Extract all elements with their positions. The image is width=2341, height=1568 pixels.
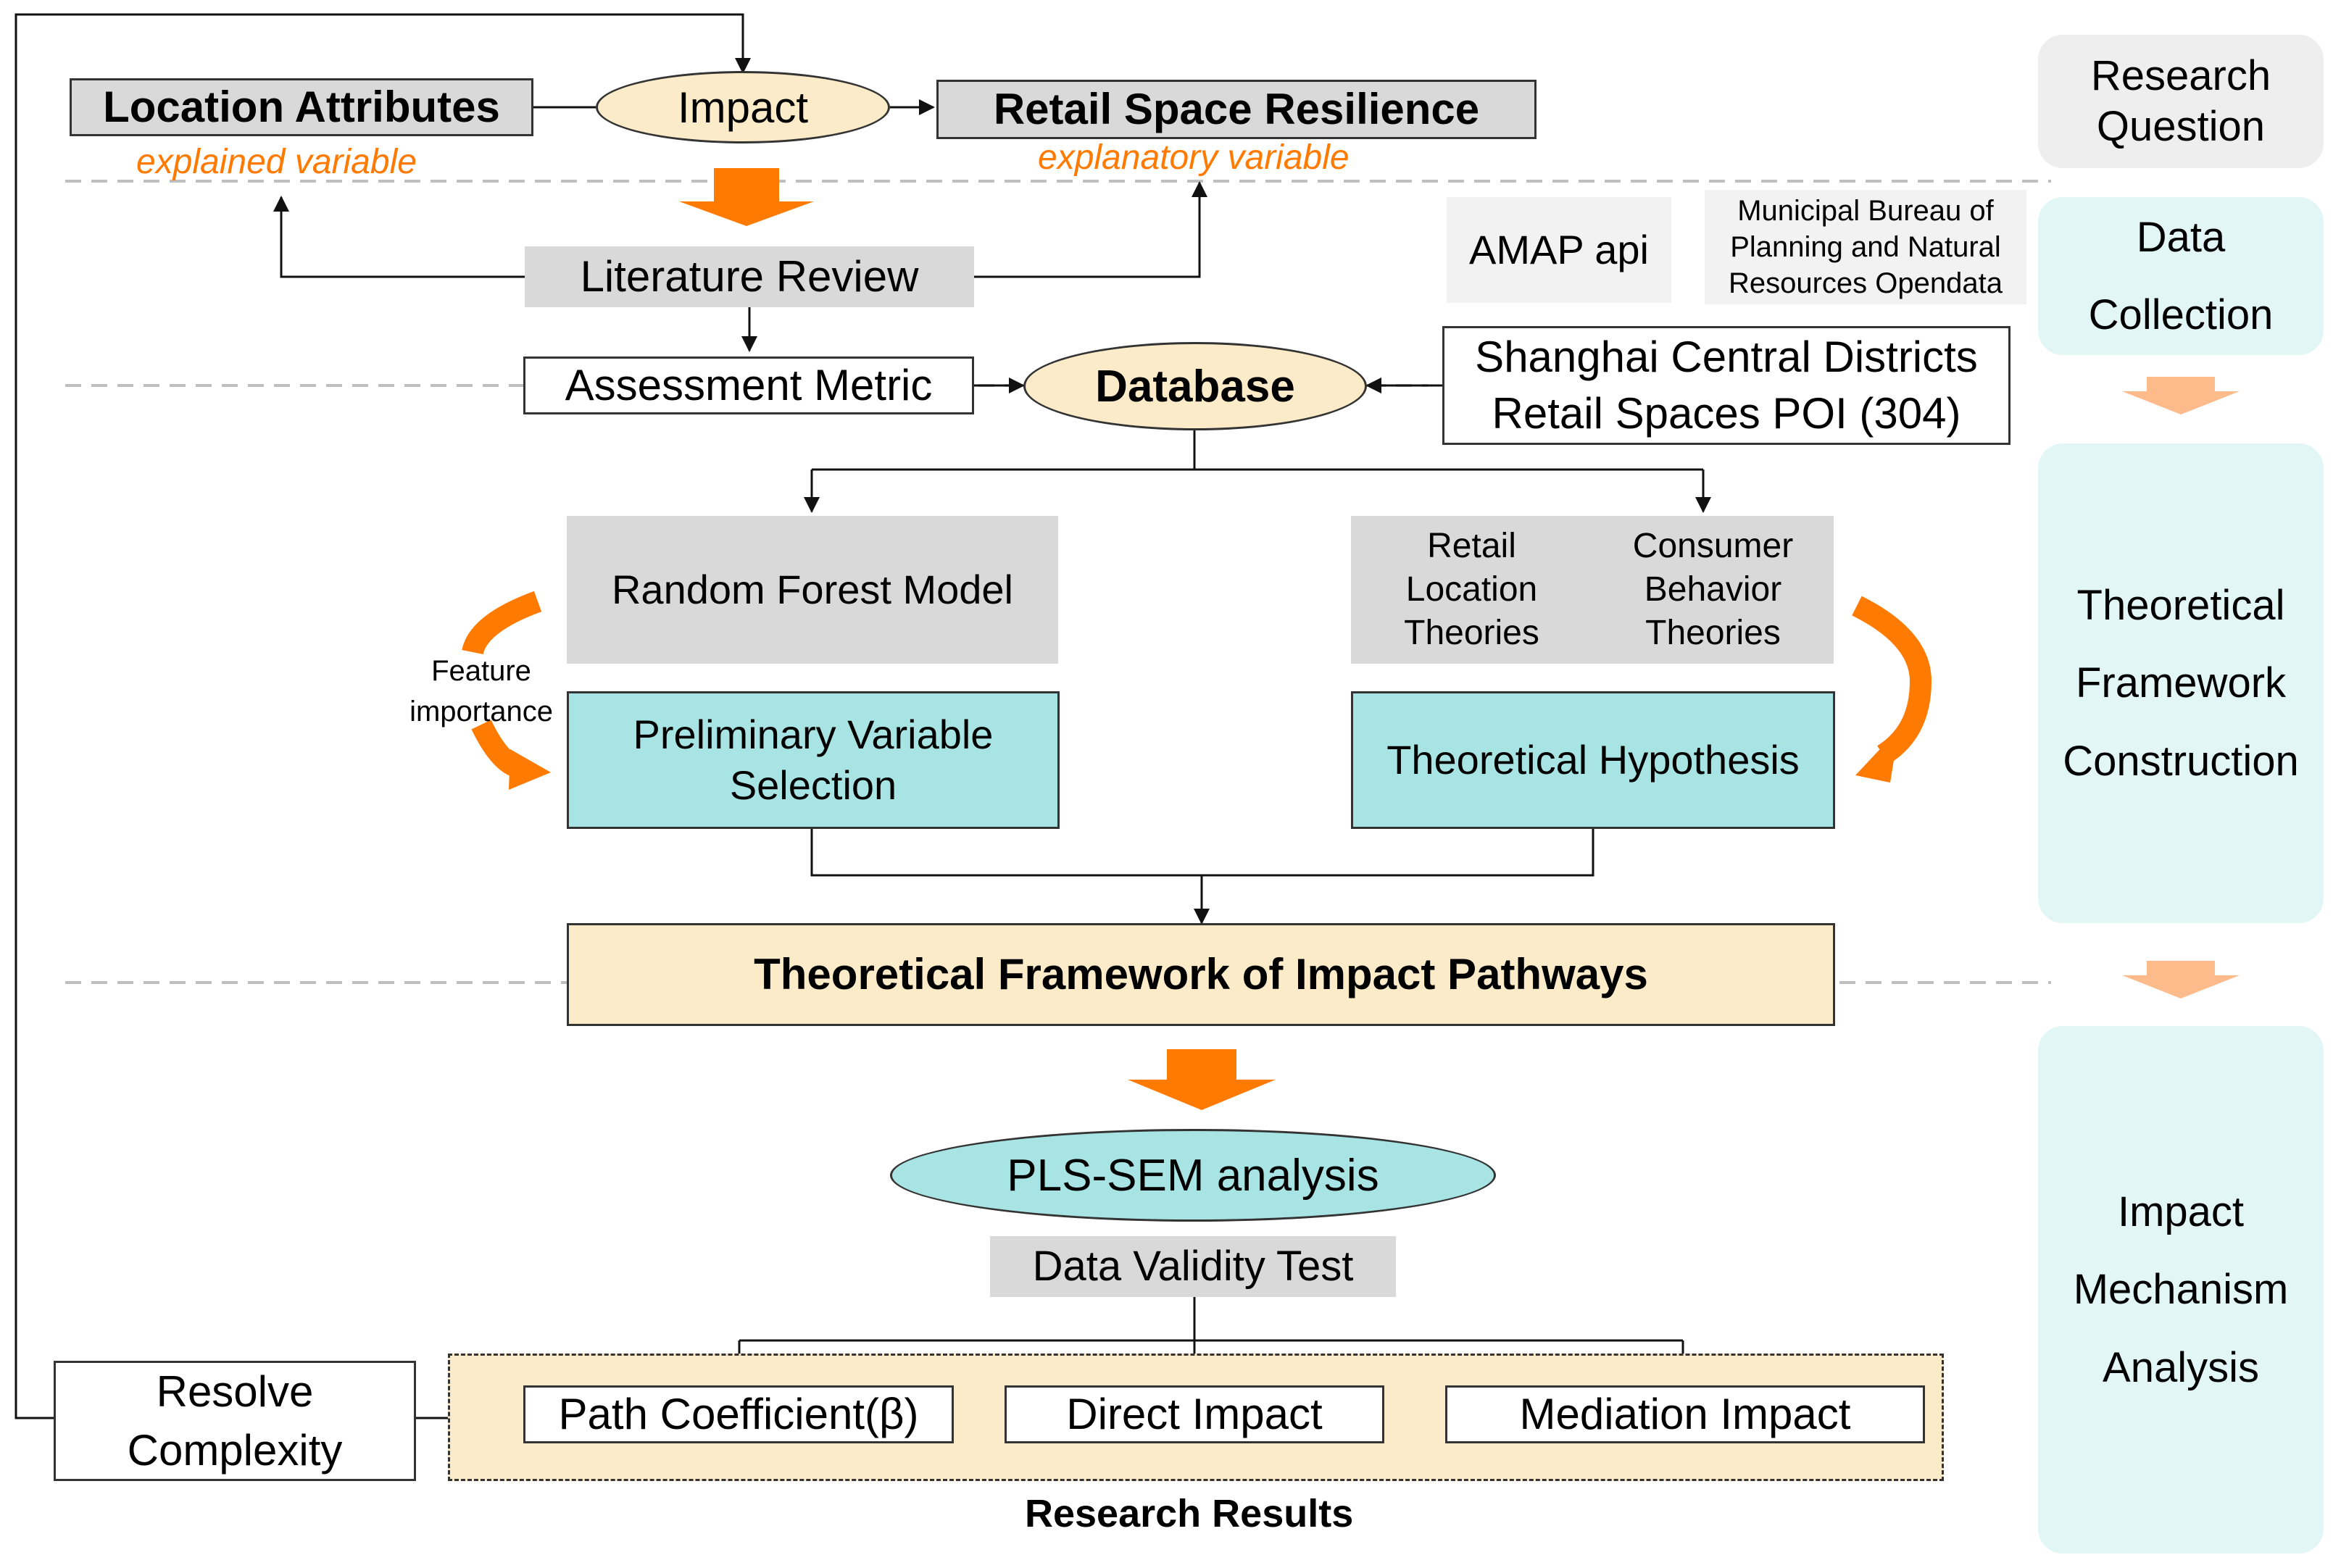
stage-data-collection: Data Collection	[2038, 197, 2324, 355]
theoretical-hypothesis-label: Theoretical Hypothesis	[1386, 737, 1800, 783]
feedback-loop	[14, 13, 751, 1419]
research-results-label: Research Results	[1025, 1492, 1354, 1535]
retail-space-resilience-box: Retail Space Resilience	[936, 80, 1537, 139]
stage-mechanism-analysis: Impact Mechanism Analysis	[2038, 1026, 2324, 1554]
location-attributes-box: Location Attributes	[70, 78, 533, 136]
pls-sem-label: PLS-SEM analysis	[1007, 1150, 1379, 1201]
theories-box: Retail Location Theories Consumer Behavi…	[1351, 516, 1834, 664]
assessment-metric-label: Assessment Metric	[565, 361, 933, 409]
impact-ellipse: Impact	[596, 71, 890, 143]
validity-test-box: Data Validity Test	[990, 1236, 1396, 1297]
pls-sem-ellipse: PLS-SEM analysis	[890, 1129, 1496, 1222]
path-coefficient-box: Path Coefficient(β)	[523, 1385, 954, 1443]
impact-pathways-box: Theoretical Framework of Impact Pathways	[567, 923, 1835, 1026]
path-coefficient-label: Path Coefficient(β)	[558, 1390, 919, 1438]
feature-importance-label: Feature importance	[409, 655, 553, 727]
poi-source-box: Shanghai Central Districts Retail Spaces…	[1442, 326, 2011, 445]
stage-research-question: Research Question	[2038, 35, 2324, 168]
direct-impact-box: Direct Impact	[1005, 1385, 1384, 1443]
retail-space-resilience-label: Retail Space Resilience	[993, 85, 1480, 133]
poi-source-line1: Shanghai Central Districts	[1475, 333, 1978, 381]
direct-impact-label: Direct Impact	[1066, 1390, 1323, 1438]
database-ellipse: Database	[1023, 342, 1367, 430]
down-arrow-icon	[679, 168, 814, 226]
literature-review-box: Literature Review	[525, 246, 974, 307]
mediation-impact-label: Mediation Impact	[1519, 1390, 1851, 1438]
amap-api-label: AMAP api	[1469, 227, 1649, 273]
stage-framework-construction-label: Theoretical Framework Construction	[2063, 582, 2299, 785]
orange-down-arrows	[679, 168, 1276, 1110]
preliminary-selection-label: Preliminary Variable Selection	[633, 712, 994, 808]
explained-variable-label: explained variable	[136, 143, 417, 181]
curved-arrow-right-icon	[1852, 596, 1932, 764]
stage-framework-construction: Theoretical Framework Construction	[2038, 443, 2324, 923]
stage-mechanism-analysis-label: Impact Mechanism Analysis	[2073, 1188, 2289, 1391]
literature-review-label: Literature Review	[580, 252, 919, 301]
explanatory-variable-label: explanatory variable	[1038, 138, 1350, 177]
stage-research-question-label: Research Question	[2090, 52, 2271, 150]
feature-importance-label-box: Feature importance	[400, 649, 562, 733]
down-arrow-icon	[1128, 1049, 1276, 1110]
connectors	[273, 99, 1711, 1419]
theoretical-hypothesis-box: Theoretical Hypothesis	[1351, 691, 1835, 829]
amap-api-box: AMAP api	[1447, 197, 1671, 303]
assessment-metric-box: Assessment Metric	[523, 356, 974, 414]
bureau-opendata-box: Municipal Bureau of Planning and Natural…	[1705, 190, 2026, 304]
stage-data-collection-label: Data Collection	[2088, 213, 2274, 338]
arrowhead-icon	[509, 749, 551, 790]
consumer-behavior-theories: Consumer Behavior Theories	[1632, 527, 1794, 652]
resolve-complexity-label: Resolve Complexity	[127, 1367, 343, 1475]
random-forest-box: Random Forest Model	[567, 516, 1058, 664]
stage-arrows	[2122, 377, 2240, 998]
impact-label: Impact	[677, 83, 809, 132]
resolve-complexity-box: Resolve Complexity	[54, 1361, 416, 1481]
bureau-opendata-label: Municipal Bureau of Planning and Natural…	[1728, 195, 2003, 299]
database-label: Database	[1095, 361, 1295, 412]
preliminary-selection-box: Preliminary Variable Selection	[567, 691, 1060, 829]
random-forest-label: Random Forest Model	[611, 567, 1013, 613]
validity-test-label: Data Validity Test	[1032, 1243, 1354, 1290]
arrowhead-icon	[1855, 729, 1899, 783]
retail-location-theories: Retail Location Theories	[1404, 527, 1539, 652]
curved-arrow-left-icon	[462, 591, 542, 655]
stage-arrow-icon	[2122, 377, 2240, 414]
mediation-impact-box: Mediation Impact	[1445, 1385, 1925, 1443]
stage-arrow-icon	[2122, 961, 2240, 998]
impact-pathways-label: Theoretical Framework of Impact Pathways	[754, 950, 1648, 998]
poi-source-line2: Retail Spaces POI (304)	[1492, 389, 1961, 438]
location-attributes-label: Location Attributes	[103, 83, 500, 131]
